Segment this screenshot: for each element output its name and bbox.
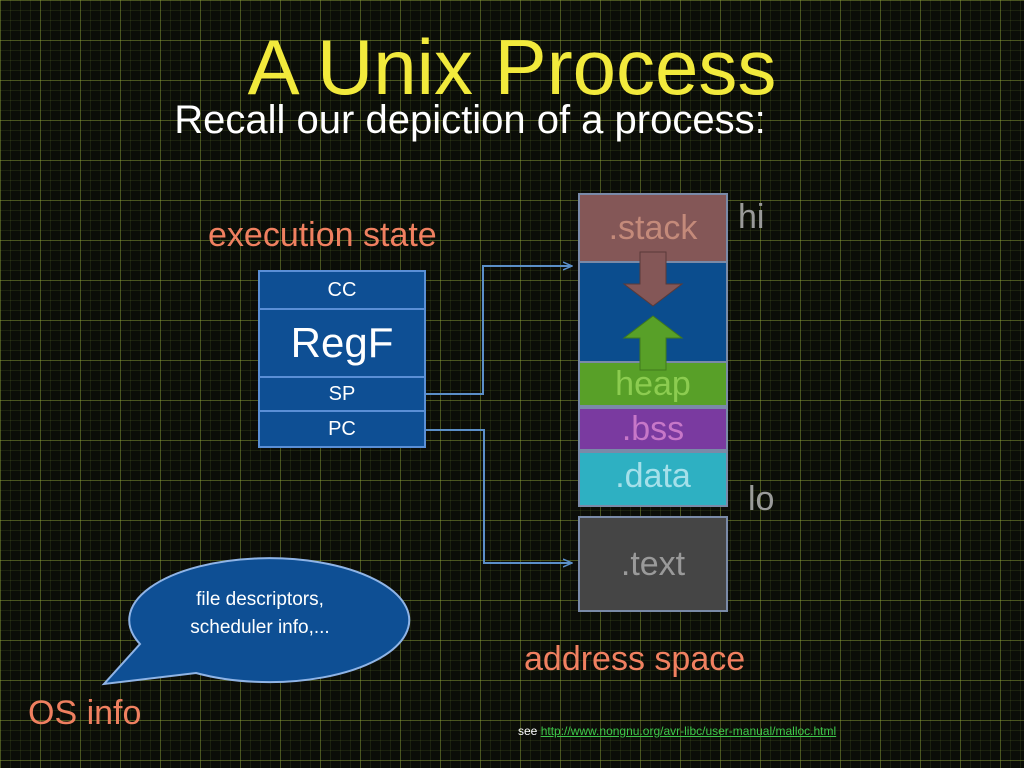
bubble-line-2: scheduler info,... <box>190 616 330 638</box>
segment-stack-label: .stack <box>608 208 698 247</box>
slide-title: A Unix Process <box>247 23 777 111</box>
footnote: see http://www.nongnu.org/avr-libc/user-… <box>518 724 836 738</box>
hi-address-label: hi <box>738 198 765 236</box>
register-pc: PC <box>258 410 426 448</box>
sp-pointer-arrow <box>426 266 572 395</box>
lo-address-label: lo <box>748 480 775 518</box>
execution-state-label: execution state <box>208 216 437 254</box>
segment-data-label: .data <box>615 457 691 495</box>
register-file: RegF <box>258 308 426 378</box>
segment-text-label: .text <box>620 544 686 583</box>
bubble-line-1: file descriptors, <box>196 589 324 610</box>
os-info-speech-bubble <box>101 557 411 686</box>
address-space-label: address space <box>524 640 746 678</box>
segment-heap-label: heap <box>615 364 691 403</box>
stack-grows-down-arrow <box>622 251 684 307</box>
segment-data: .data <box>578 451 728 507</box>
os-info-label: OS info <box>28 694 142 732</box>
segment-bss: .bss <box>578 407 728 451</box>
pc-pointer-arrow <box>426 429 572 563</box>
footnote-prefix: see <box>518 724 538 738</box>
segment-stack: .stack <box>578 193 728 263</box>
os-info-bubble-text: file descriptors, scheduler info,... <box>140 586 380 641</box>
slide-subtitle: Recall our depiction of a process: <box>174 98 766 142</box>
malloc-reference-link[interactable]: http://www.nongnu.org/avr-libc/user-manu… <box>540 724 837 738</box>
segment-bss-label: .bss <box>621 409 685 448</box>
segment-text: .text <box>578 516 728 612</box>
heap-grows-up-arrow <box>622 315 684 371</box>
